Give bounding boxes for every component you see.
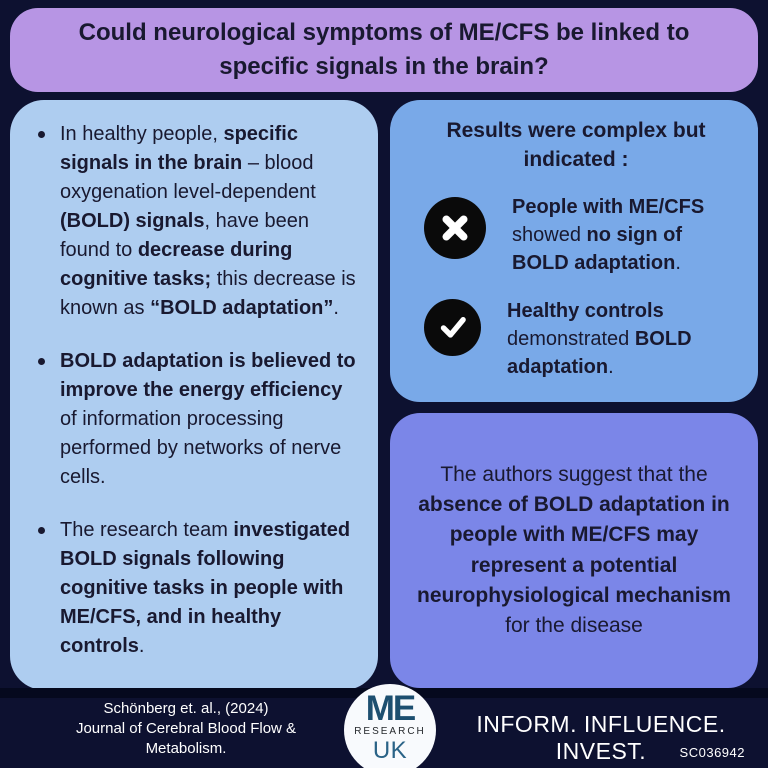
bullet-dot-icon [38, 527, 45, 534]
citation-line: Journal of Cerebral Blood Flow & [75, 720, 297, 737]
logo-me-text: ME [365, 689, 416, 728]
bullet-text: BOLD adaptation is believed to improve t… [60, 350, 356, 488]
list-item: BOLD adaptation is believed to improve t… [36, 347, 364, 492]
bullet-dot-icon [38, 358, 45, 365]
me-research-uk-logo: ME RESEARCH UK [344, 684, 436, 768]
check-circle-icon [424, 298, 481, 356]
citation: Schönberg et. al., (2024) Journal of Cer… [18, 699, 354, 759]
bullet-text: The research team investigated BOLD sign… [60, 519, 351, 657]
bullet-dot-icon [38, 131, 45, 138]
tagline: INFORM. INFLUENCE. INVEST. [476, 711, 726, 764]
results-heading: Results were complex but indicated : [446, 119, 706, 172]
result-text: Healthy controls demonstrated BOLD adapt… [507, 299, 692, 378]
citation-line: Schönberg et. al., (2024) [103, 700, 269, 717]
logo-uk-text: UK [372, 737, 408, 764]
background-panel: In healthy people, specific signals in t… [10, 100, 378, 690]
list-item: In healthy people, specific signals in t… [36, 120, 364, 323]
result-row-positive: Healthy controls demonstrated BOLD adapt… [412, 297, 740, 381]
bullet-text: In healthy people, specific signals in t… [60, 123, 356, 319]
results-panel: Results were complex but indicated : Peo… [390, 100, 758, 402]
result-row-negative: People with ME/CFS showed no sign of BOL… [412, 193, 740, 277]
x-circle-icon [424, 196, 486, 259]
charity-number: SC036942 [679, 745, 745, 760]
logo-research-text: RESEARCH [354, 726, 426, 737]
conclusion-panel: The authors suggest that the absence of … [390, 413, 758, 688]
bullet-list: In healthy people, specific signals in t… [36, 120, 364, 661]
page-title: Could neurological symptoms of ME/CFS be… [78, 18, 690, 80]
citation-line: Metabolism. [145, 740, 227, 757]
conclusion-text: The authors suggest that the absence of … [417, 463, 731, 637]
title-banner: Could neurological symptoms of ME/CFS be… [10, 8, 758, 92]
list-item: The research team investigated BOLD sign… [36, 516, 364, 661]
result-text: People with ME/CFS showed no sign of BOL… [512, 195, 705, 274]
